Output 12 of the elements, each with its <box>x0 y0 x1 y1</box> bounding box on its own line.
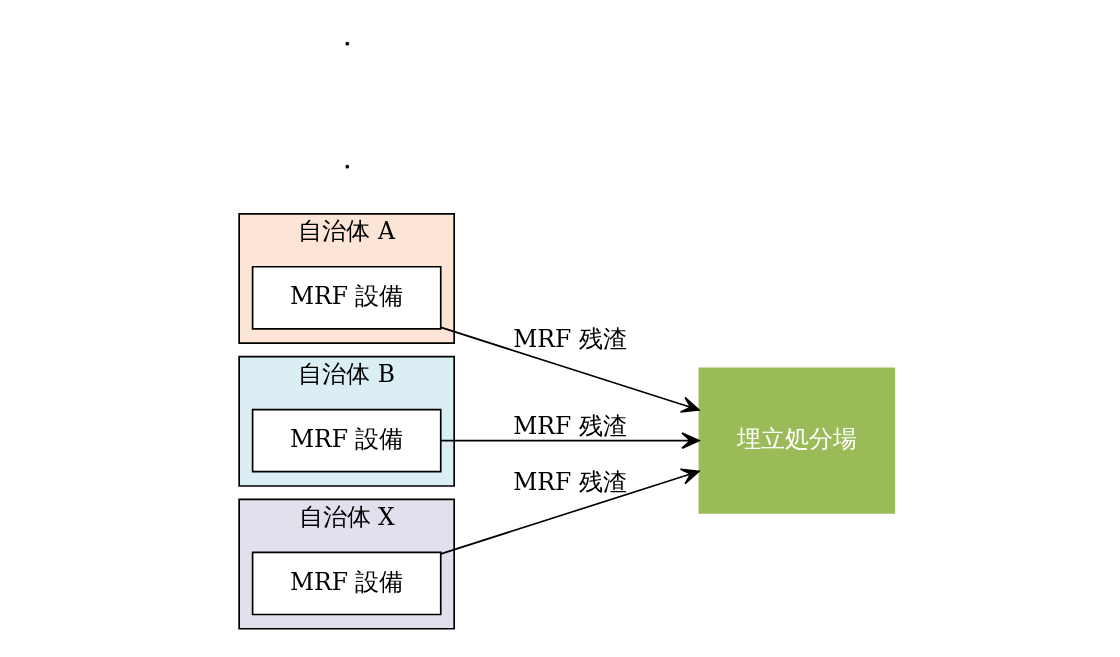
arrow <box>440 326 700 413</box>
node-box: MRF 設備 <box>251 551 442 616</box>
arrow <box>440 468 700 555</box>
node-box: 埋立処分場 <box>698 367 896 514</box>
arrow <box>440 432 700 450</box>
node-box: MRF 設備 <box>251 408 442 473</box>
edge-label: MRF 残渣 <box>513 467 627 496</box>
edge-label: MRF 残渣 <box>513 324 627 353</box>
node-box: MRF 設備 <box>251 265 442 330</box>
label: ・ <box>334 152 359 181</box>
label: ・ <box>334 30 359 59</box>
edge-label: MRF 残渣 <box>513 412 627 441</box>
